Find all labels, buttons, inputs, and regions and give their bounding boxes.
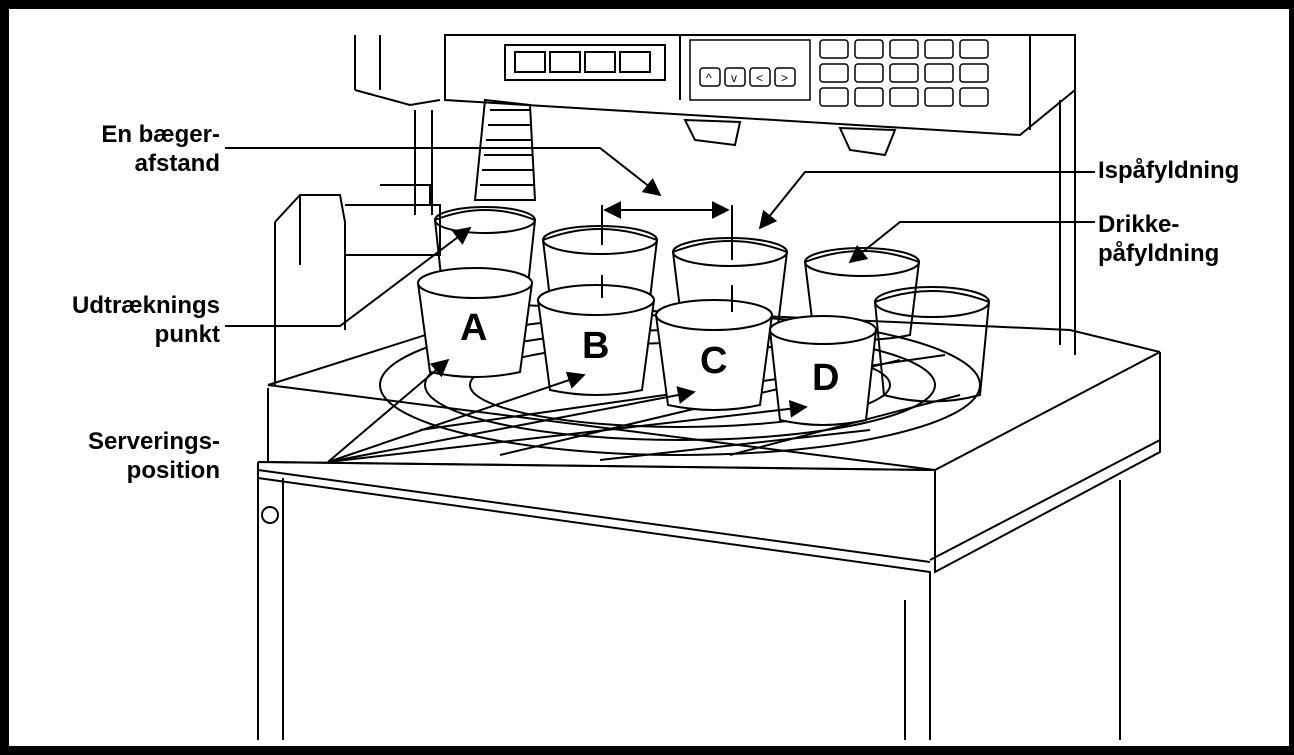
cup-letter-d: D: [812, 357, 839, 399]
label-extraction-point: Udtræknings punkt: [20, 291, 220, 349]
label-drink-fill: Drikke- påfyldning: [1098, 210, 1219, 268]
cup-letter-c: C: [700, 340, 727, 382]
label-cup-spacing: En bæger- afstand: [50, 120, 220, 178]
keypad-arrow-3: >: [781, 71, 788, 85]
cup-letter-b: B: [582, 325, 609, 367]
label-serving-position: Serverings- position: [20, 427, 220, 485]
keypad-arrow-2: <: [756, 71, 763, 85]
leader-lines: [225, 148, 1095, 462]
display-panel: [505, 45, 665, 80]
cup-letter-a: A: [460, 307, 487, 349]
keypad-arrow-1: v: [731, 71, 737, 85]
label-ice-fill: Ispåfyldning: [1098, 156, 1239, 185]
keypad-arrow-0: ^: [706, 71, 712, 85]
